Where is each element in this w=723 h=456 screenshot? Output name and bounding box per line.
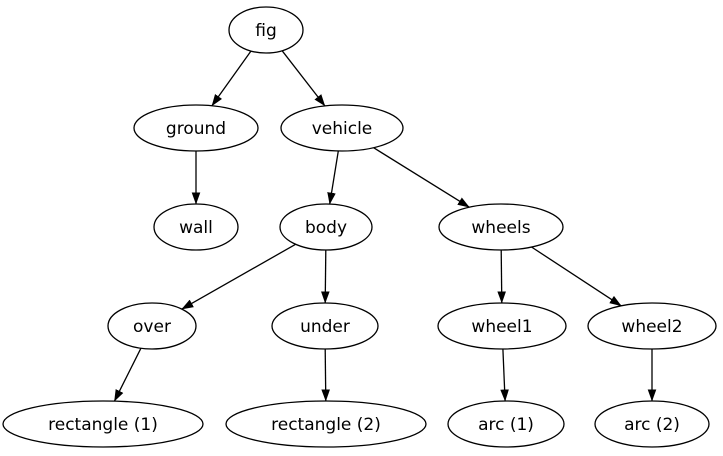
node-ellipse-rect1 [2, 400, 204, 448]
node-label-wheel2: wheel2 [621, 317, 682, 337]
edge-line [181, 243, 296, 310]
node-wheel2: wheel2 [587, 302, 717, 350]
edge-under-to-rect2 [321, 348, 330, 402]
edge-body-to-under [321, 249, 330, 304]
node-label-fig: fig [255, 21, 277, 41]
node-label-body: body [305, 218, 347, 238]
node-rect2: rectangle (2) [225, 400, 427, 448]
edge-line [500, 348, 509, 402]
node-label-wheel1: wheel1 [471, 317, 532, 337]
node-fig: fig [228, 6, 304, 54]
node-rect1: rectangle (1) [2, 400, 204, 448]
edge-line [373, 147, 470, 208]
node-over: over [107, 302, 197, 350]
node-label-over: over [133, 317, 171, 337]
node-wall: wall [153, 203, 239, 251]
edge-line [327, 150, 339, 205]
node-ellipse-arc1 [447, 400, 565, 448]
node-ground: ground [133, 104, 259, 152]
edge-vehicle-to-body [327, 150, 339, 205]
node-label-arc1: arc (1) [478, 415, 534, 435]
edge-vehicle-to-wheels [373, 147, 470, 208]
edge-fig-to-vehicle [281, 50, 326, 107]
edge-fig-to-ground [211, 50, 252, 107]
node-ellipse-wall [153, 203, 239, 251]
edge-body-to-over [181, 243, 296, 310]
edge-line [281, 50, 326, 107]
node-ellipse-arc2 [594, 400, 710, 448]
node-ellipse-vehicle [280, 104, 404, 152]
node-vehicle: vehicle [280, 104, 404, 152]
node-ellipse-fig [228, 6, 304, 54]
edge-line [321, 249, 330, 304]
edge-line [531, 246, 622, 307]
node-label-rect2: rectangle (2) [271, 415, 381, 435]
node-wheels: wheels [438, 203, 564, 251]
node-arc2: arc (2) [594, 400, 710, 448]
edge-wheels-to-wheel2 [531, 246, 622, 307]
node-ellipse-over [107, 302, 197, 350]
edge-line [497, 249, 506, 304]
edge-line [113, 348, 142, 402]
node-label-arc2: arc (2) [624, 415, 680, 435]
node-label-rect1: rectangle (1) [48, 415, 158, 435]
edge-line [321, 348, 330, 402]
node-label-wall: wall [179, 218, 213, 238]
edge-wheels-to-wheel1 [497, 249, 506, 304]
node-label-under: under [300, 317, 350, 337]
node-ellipse-wheels [438, 203, 564, 251]
node-wheel1: wheel1 [437, 302, 567, 350]
node-body: body [279, 203, 373, 251]
node-ellipse-body [279, 203, 373, 251]
edge-wheel1-to-arc1 [500, 348, 509, 402]
node-label-wheels: wheels [471, 218, 530, 238]
node-under: under [271, 302, 379, 350]
node-ellipse-under [271, 302, 379, 350]
node-ellipse-wheel2 [587, 302, 717, 350]
node-label-vehicle: vehicle [312, 119, 373, 139]
edge-over-to-rect1 [113, 348, 142, 402]
node-ellipse-rect2 [225, 400, 427, 448]
node-ellipse-wheel1 [437, 302, 567, 350]
node-arc1: arc (1) [447, 400, 565, 448]
node-label-ground: ground [166, 119, 226, 139]
edge-line [211, 50, 252, 107]
node-ellipse-ground [133, 104, 259, 152]
